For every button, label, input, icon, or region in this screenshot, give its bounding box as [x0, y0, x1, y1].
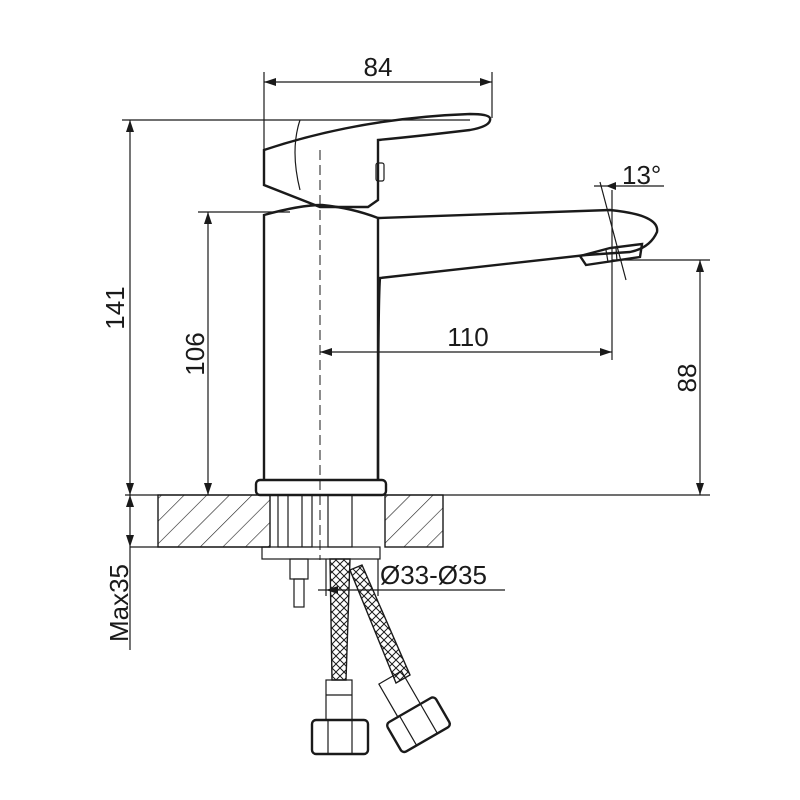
- dimension-total-height: 141: [100, 119, 470, 495]
- spout-height-label: 88: [672, 364, 702, 393]
- spout-reach-label: 110: [447, 322, 488, 352]
- mounting-hardware: [261, 494, 381, 608]
- max-thickness-label: Max35: [104, 564, 134, 642]
- faucet-body: [254, 112, 659, 497]
- body-height-label: 106: [180, 332, 210, 375]
- countertop-section: [125, 494, 710, 548]
- dimension-hole-diameter: Ø33-Ø35: [318, 559, 505, 596]
- dimension-max-thickness: Max35: [104, 495, 134, 650]
- hole-diameter-label: Ø33-Ø35: [380, 560, 487, 590]
- spout-angle-label: 13°: [622, 160, 661, 190]
- dimension-handle-width: 84: [263, 52, 493, 150]
- dimension-spout-reach: 110: [320, 190, 613, 360]
- dimension-body-height: 106: [180, 211, 290, 495]
- total-height-label: 141: [100, 286, 130, 329]
- handle-width-label: 84: [364, 52, 393, 82]
- dimension-spout-height: 88: [612, 259, 710, 495]
- dimension-spout-angle: 13°: [594, 160, 664, 281]
